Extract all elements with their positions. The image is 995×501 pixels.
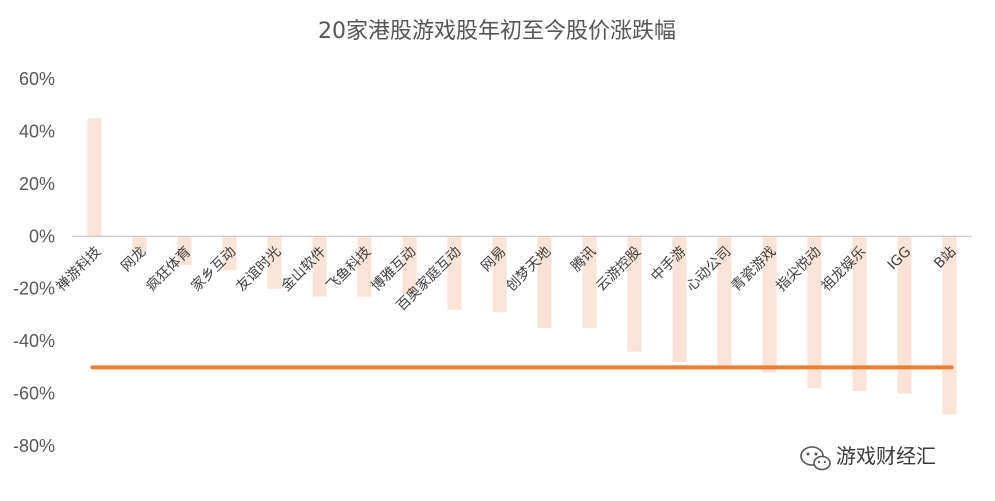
bar bbox=[87, 118, 102, 237]
bar bbox=[897, 236, 912, 394]
y-tick-label: -40% bbox=[13, 331, 55, 351]
watermark: 游戏财经汇 bbox=[800, 444, 936, 471]
y-tick-label: 20% bbox=[19, 174, 55, 194]
bar bbox=[717, 236, 732, 365]
y-tick-label: -20% bbox=[13, 279, 55, 299]
y-tick-label: 40% bbox=[19, 121, 55, 141]
bar bbox=[672, 236, 687, 363]
x-tick-label: 禅游科技 bbox=[53, 244, 104, 295]
bar bbox=[627, 236, 642, 352]
y-axis-ticks: 60% 40% 20% 0% -20% -40% -60% -80% bbox=[13, 69, 55, 456]
bar bbox=[942, 236, 957, 415]
y-tick-label: -60% bbox=[13, 384, 55, 404]
bar bbox=[402, 236, 417, 294]
watermark-text: 游戏财经汇 bbox=[836, 444, 936, 468]
bars bbox=[87, 118, 957, 415]
y-tick-label: 0% bbox=[29, 226, 55, 246]
bar bbox=[312, 236, 327, 297]
bar bbox=[537, 236, 552, 329]
bar bbox=[582, 236, 597, 329]
bar bbox=[807, 236, 822, 389]
x-tick-label: 疯狂体育 bbox=[143, 244, 194, 295]
wechat-icon bbox=[800, 446, 831, 471]
y-tick-label: 60% bbox=[19, 69, 55, 89]
bar bbox=[492, 236, 507, 313]
bar bbox=[447, 236, 462, 310]
bar bbox=[762, 236, 777, 373]
bar bbox=[267, 236, 282, 289]
chart-title: 20家港股游戏股年初至今股价涨跌幅 bbox=[318, 19, 676, 44]
bar bbox=[132, 236, 147, 253]
bar bbox=[852, 236, 867, 391]
bar bbox=[357, 236, 372, 297]
bar bbox=[177, 236, 192, 266]
bar bbox=[222, 236, 237, 271]
y-tick-label: -80% bbox=[13, 436, 55, 456]
